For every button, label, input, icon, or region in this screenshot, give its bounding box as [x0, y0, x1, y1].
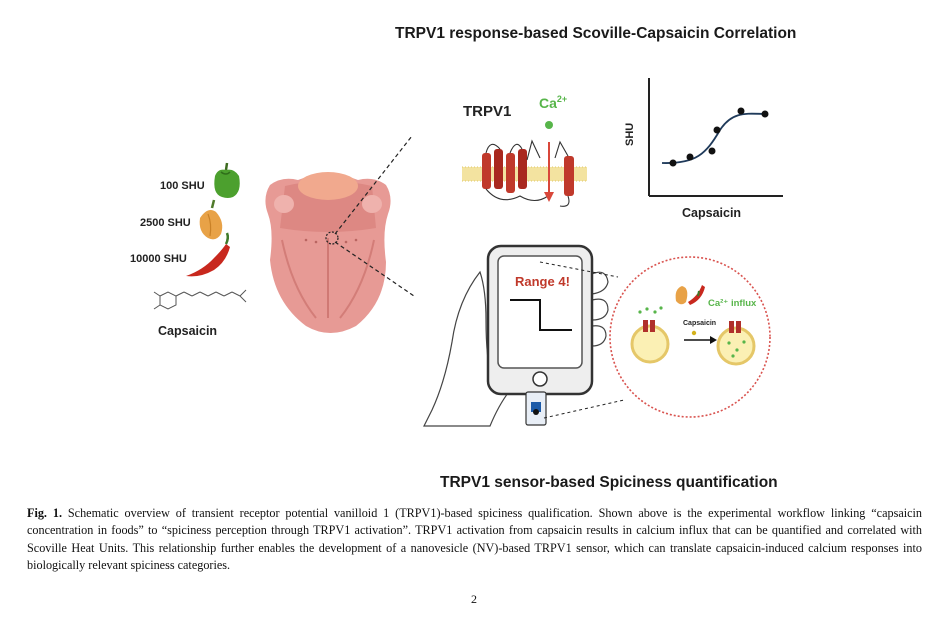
pepper-label-10000: 10000 SHU: [130, 253, 187, 265]
inset-connector-bottom: [543, 399, 625, 419]
figure-title-top: TRPV1 response-based Scoville-Capsaicin …: [395, 25, 797, 42]
graph-ylabel: SHU: [624, 123, 636, 146]
trpv1-channel-icon: [462, 139, 587, 207]
figure-title-bottom: TRPV1 sensor-based Spiciness quantificat…: [440, 474, 778, 491]
pepper-label-2500: 2500 SHU: [140, 217, 191, 229]
graph-xlabel: Capsaicin: [682, 206, 741, 220]
caption-text: Schematic overview of transient receptor…: [27, 506, 923, 573]
inset-influx-label: Ca²⁺ influx: [708, 298, 757, 309]
molecule-label: Capsaicin: [158, 324, 217, 338]
phone-screen-text: Range 4!: [515, 274, 570, 289]
inset-connector-top: [539, 261, 619, 278]
green-bell-pepper-icon: [214, 162, 240, 198]
zoom-line-lower: [334, 241, 415, 297]
pepper-label-100: 100 SHU: [160, 180, 205, 192]
trpv1-label: TRPV1: [463, 103, 511, 120]
red-chili-pepper-icon: [186, 232, 230, 277]
calcium-ion-icon: [545, 121, 553, 129]
calcium-ion-label: Ca2+: [539, 94, 567, 111]
smartphone-icon: [486, 244, 594, 426]
figure-illustration: 100 SHU 2500 SHU 10000 SHU Capsaicin: [130, 78, 783, 427]
page-number: 2: [471, 592, 477, 606]
habanero-pepper-icon: [199, 199, 223, 240]
correlation-graph: [648, 78, 783, 197]
sensor-inset: [609, 256, 771, 418]
capsaicin-structure-icon: [153, 289, 247, 310]
figure-caption: Fig. 1. Schematic overview of transient …: [27, 505, 922, 575]
inset-capsaicin-label: Capsaicin: [683, 320, 716, 327]
caption-label: Fig. 1.: [27, 506, 62, 520]
tongue-icon: [265, 172, 391, 333]
